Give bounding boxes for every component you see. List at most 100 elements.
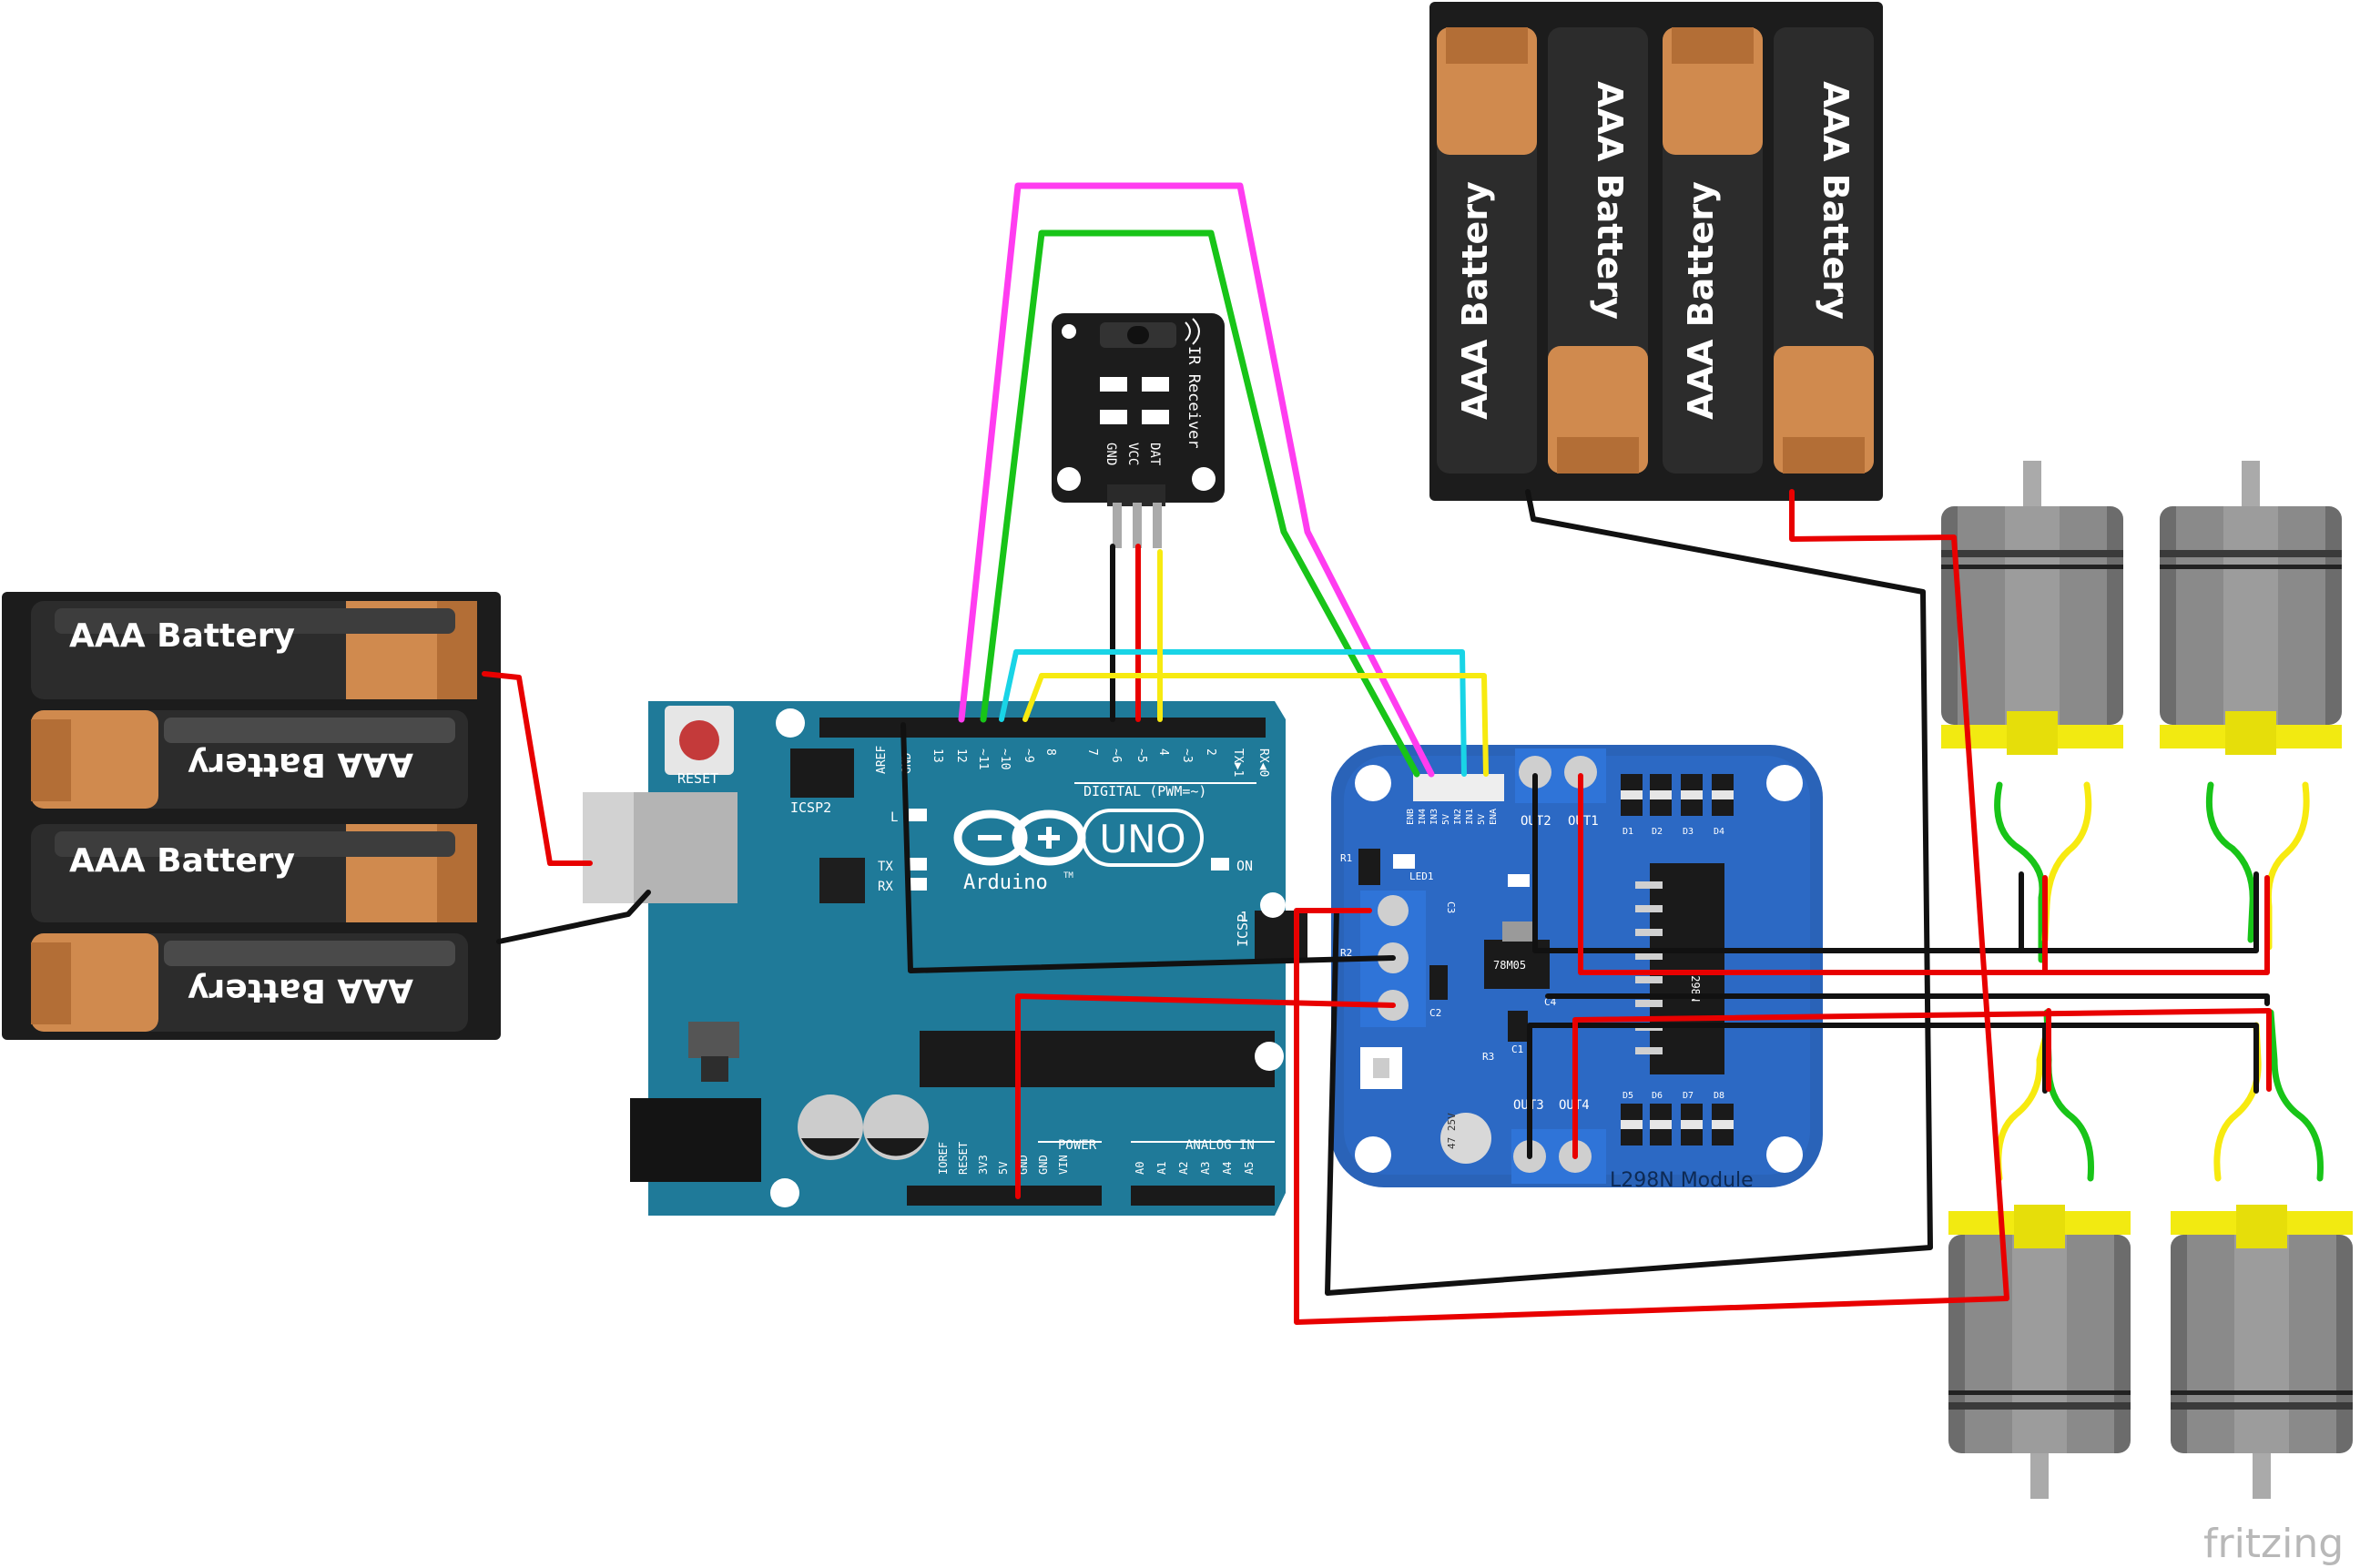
power-pin-label: IOREF bbox=[937, 1142, 950, 1175]
aref-label: AREF bbox=[875, 746, 889, 774]
power-pin-label: 5V bbox=[997, 1162, 1010, 1175]
diode-label: D8 bbox=[1714, 1091, 1724, 1101]
wire-green bbox=[980, 229, 1420, 778]
digital-pin-label: 8 bbox=[1043, 748, 1057, 756]
dc-jack bbox=[630, 1098, 761, 1182]
digital-pin-label: 2 bbox=[1204, 748, 1217, 756]
led-l bbox=[909, 809, 927, 821]
l298n-chip bbox=[1650, 863, 1724, 1074]
l298n-regulator-label: 78M05 bbox=[1493, 959, 1526, 972]
wire-yellow bbox=[2264, 781, 2310, 951]
digital-pin-label: ~5 bbox=[1134, 748, 1148, 763]
icsp2-header bbox=[790, 748, 854, 798]
wire-yellow bbox=[2213, 1022, 2262, 1182]
digital-header bbox=[819, 718, 1266, 738]
c1-label: C1 bbox=[1511, 1044, 1523, 1055]
wire-green bbox=[2267, 1009, 2324, 1182]
ir-pin-dat: DAT bbox=[1147, 443, 1162, 466]
battery-label: AAA Battery bbox=[1455, 181, 1495, 420]
arduino-brand: Arduino bbox=[963, 871, 1048, 894]
analog-pin-label: A5 bbox=[1243, 1162, 1256, 1175]
tm-label: TM bbox=[1063, 871, 1073, 881]
digital-pin-label: RX◀0 bbox=[1256, 748, 1270, 777]
icsp-pin-label: 1 bbox=[1240, 909, 1248, 925]
digital-pin-label: ~3 bbox=[1180, 748, 1194, 763]
usb-chip bbox=[819, 858, 865, 903]
ir-receiver-module: IR Receiver GND VCC DAT bbox=[1052, 313, 1225, 548]
l298n-pin-label: IN3 bbox=[1429, 809, 1439, 825]
power-pin-label: RESET bbox=[957, 1142, 970, 1175]
l298n-pin-label: IN2 bbox=[1453, 809, 1463, 825]
tx-label: TX bbox=[878, 860, 893, 874]
digital-pin-label: 12 bbox=[954, 748, 968, 763]
chip-pin bbox=[1635, 929, 1663, 936]
l298n-pin-label: 5V bbox=[1477, 814, 1487, 825]
c2-label: C2 bbox=[1429, 1007, 1441, 1019]
analog-header bbox=[1131, 1186, 1275, 1206]
ir-pin-vcc: VCC bbox=[1125, 443, 1140, 465]
digital-pin-label: ~11 bbox=[976, 748, 990, 769]
digital-pin-label: ~9 bbox=[1022, 748, 1035, 763]
analog-pin-label: A4 bbox=[1221, 1162, 1234, 1175]
battery-label: AAA Battery bbox=[1590, 81, 1630, 320]
wire-red bbox=[1015, 993, 1396, 1199]
power-pin-label: VIN bbox=[1057, 1155, 1070, 1175]
chip-pin bbox=[1635, 1047, 1663, 1054]
diode-label: D5 bbox=[1622, 1091, 1633, 1101]
r2-label: R2 bbox=[1340, 947, 1352, 959]
l298n-pin-label: 5V bbox=[1441, 814, 1451, 825]
l298n-title: L298N Module bbox=[1610, 1169, 1754, 1192]
battery-cell: AAA Battery bbox=[31, 601, 477, 699]
on-label: ON bbox=[1236, 858, 1253, 874]
wires bbox=[482, 182, 2324, 1325]
wire-black bbox=[900, 722, 1396, 973]
l298n-capacitor bbox=[1440, 1113, 1491, 1164]
battery-cell: AAA Battery bbox=[31, 933, 468, 1032]
digital-pin-label: 7 bbox=[1085, 748, 1099, 756]
digital-pin-label: 13 bbox=[931, 748, 944, 763]
digital-pin-label: ~10 bbox=[998, 748, 1012, 769]
power-header bbox=[907, 1186, 1102, 1206]
analog-pin-label: A2 bbox=[1177, 1162, 1190, 1175]
wire-red bbox=[1294, 489, 2009, 1325]
motor-bottom-left bbox=[1948, 1205, 2131, 1499]
led-l-label: L bbox=[890, 810, 898, 825]
diode-label: D2 bbox=[1652, 827, 1663, 837]
l298n-pin-header bbox=[1413, 774, 1504, 801]
wire-black bbox=[1532, 773, 2259, 953]
wire-red bbox=[482, 671, 593, 866]
battery-cell: AAA Battery bbox=[31, 824, 477, 922]
wire-black bbox=[1325, 489, 1933, 1296]
battery-cell: AAA Battery bbox=[31, 710, 468, 809]
digital-pin-label: TX▶1 bbox=[1231, 748, 1245, 777]
battery-label: AAA Battery bbox=[1681, 181, 1721, 420]
wire-red bbox=[1578, 773, 2270, 975]
battery-label: AAA Battery bbox=[1816, 81, 1856, 320]
digital-pin-label: ~6 bbox=[1109, 748, 1123, 763]
reset-label: RESET bbox=[677, 770, 718, 787]
wire-cyan bbox=[999, 649, 1467, 777]
icsp-label: ICSP bbox=[1235, 914, 1251, 947]
wire-yellow bbox=[2041, 781, 2092, 943]
l298n-pin-label: IN1 bbox=[1465, 809, 1475, 825]
wire-yellow bbox=[1995, 1022, 2052, 1182]
diode-label: D3 bbox=[1683, 827, 1694, 837]
motor-bottom-right bbox=[2171, 1205, 2353, 1499]
wire-black bbox=[1527, 1023, 2259, 1159]
rx-label: RX bbox=[878, 880, 893, 894]
motor-top-right bbox=[2160, 461, 2342, 755]
analog-pin-label: A1 bbox=[1155, 1162, 1168, 1175]
regulator bbox=[688, 1022, 739, 1058]
diode-label: D7 bbox=[1683, 1091, 1694, 1101]
battery-pack-left: AAA Battery AAA Battery AAA Battery AAA … bbox=[2, 592, 501, 1040]
diode-label: D6 bbox=[1652, 1091, 1663, 1101]
analog-pin-label: A0 bbox=[1134, 1162, 1146, 1175]
ir-title: IR Receiver bbox=[1185, 346, 1203, 449]
